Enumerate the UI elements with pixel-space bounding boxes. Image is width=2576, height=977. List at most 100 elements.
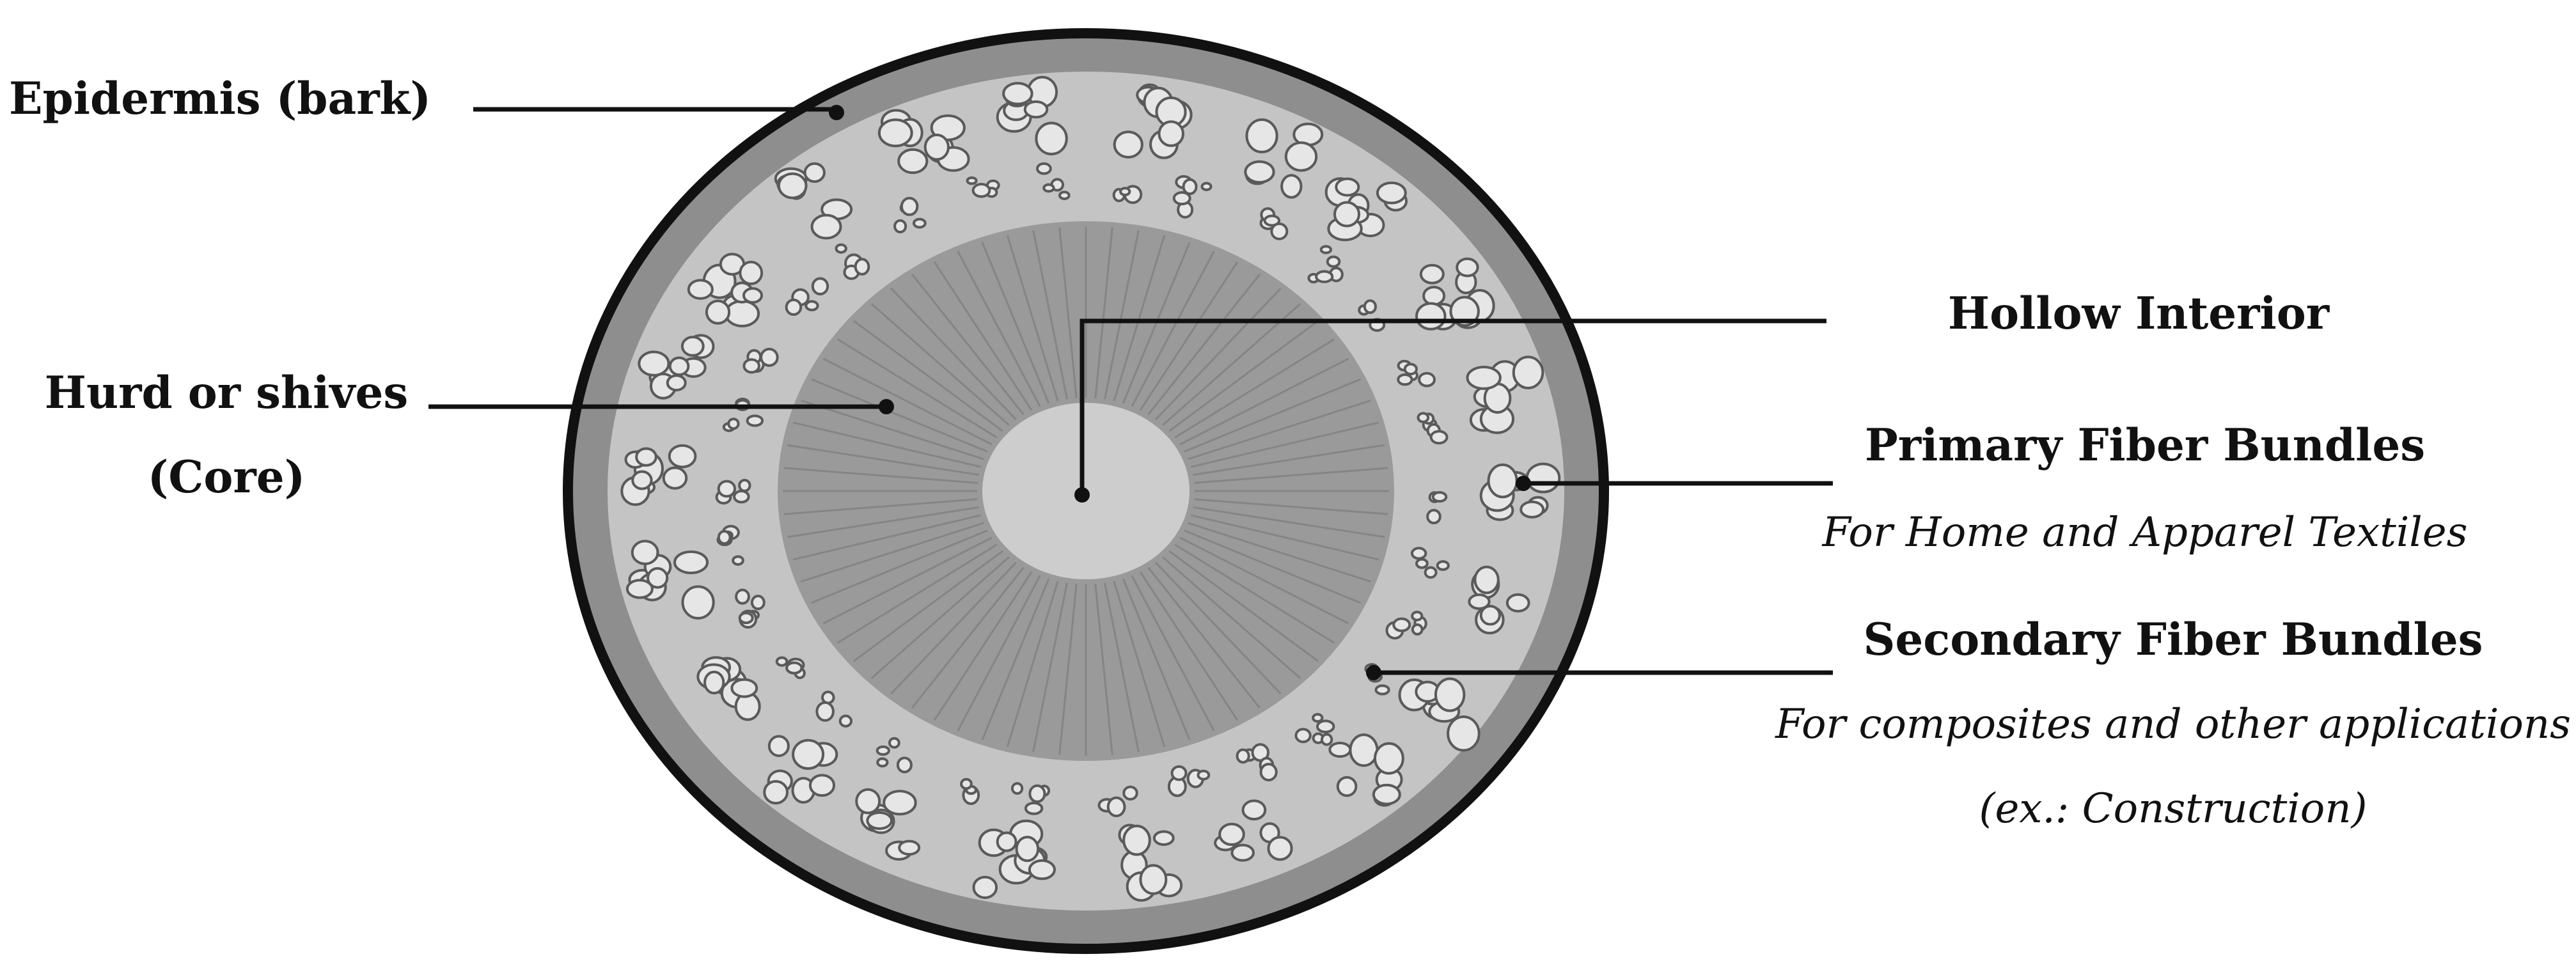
secondary-fiber-bundle (775, 656, 806, 680)
secondary-fiber-bundle (1426, 491, 1448, 525)
fiber-cell (883, 790, 917, 816)
core-ray (1168, 550, 1319, 662)
fiber-cell (785, 298, 803, 316)
fiber-cell (1321, 733, 1333, 746)
fiber-cell (1042, 183, 1055, 193)
fiber-cell (1479, 605, 1501, 626)
fiber-cell (971, 183, 991, 198)
primary-fiber-bundle (774, 162, 853, 240)
fiber-cell (1270, 223, 1289, 240)
core-ray (1006, 581, 1059, 747)
fiber-cell (1473, 565, 1500, 595)
core-ray (1162, 556, 1301, 679)
primary-fiber-bundle (1398, 677, 1480, 752)
hurd-core-rays (783, 226, 1389, 756)
core-ray (1188, 522, 1371, 583)
fiber-cell (1002, 82, 1033, 106)
fiber-cell (1236, 748, 1250, 764)
core-ray (1174, 543, 1335, 644)
fiber-cell (1280, 174, 1303, 199)
label-secondary-use-example: (ex.: Construction) (1979, 785, 2367, 832)
secondary-fiber-bundle (1307, 245, 1344, 284)
core-ray (853, 550, 1003, 662)
fiber-cell (1259, 763, 1278, 782)
core-ray (822, 357, 993, 446)
hurd-leader-dot (879, 399, 894, 414)
epidermis-leader-dot (829, 105, 844, 120)
fiber-cell (1410, 547, 1427, 560)
fiber-cell (1411, 611, 1424, 621)
fiber-cell (1418, 371, 1436, 387)
fiber-cell (835, 243, 847, 254)
core-ray (870, 556, 1010, 679)
core-ray (1194, 498, 1388, 515)
fiber-cell (1525, 462, 1561, 494)
fiber-cell (1456, 257, 1479, 277)
core-ray (870, 303, 1010, 426)
fiber-cell (705, 299, 731, 325)
label-primary-use: For Home and Apparel Textiles (1822, 509, 2468, 556)
secondary-fiber-bundle (876, 737, 913, 774)
core-ray (981, 242, 1050, 404)
fiber-cell (662, 466, 688, 490)
fiber-cell (1122, 824, 1151, 856)
fiber-cell (767, 735, 790, 757)
secondary-fiber-bundle (785, 277, 829, 316)
label-hollow-interior: Hollow Interior (1948, 288, 2330, 340)
core-ray (810, 378, 988, 453)
fiber-cell (1319, 245, 1333, 254)
primary-leader-dot (1516, 476, 1531, 491)
core-ray (787, 506, 979, 538)
core-ray (1194, 467, 1388, 484)
secondary-fiber-bundle (960, 778, 980, 805)
fiber-cell (647, 567, 669, 589)
fiber-cell (1374, 684, 1390, 696)
fiber-cell (1113, 130, 1143, 159)
fiber-cell (1139, 864, 1168, 895)
fiber-cell (1392, 617, 1411, 632)
core-ray (1139, 261, 1239, 411)
fiber-cell (898, 840, 921, 856)
fiber-cell (625, 579, 654, 599)
fiber-cell (876, 745, 891, 756)
secondary-fiber-bundle (1385, 611, 1427, 640)
labels: Epidermis (bark) Hurd or shives (Core) H… (9, 73, 2571, 832)
secondary-fiber-bundle (1417, 412, 1449, 445)
core-ray (1168, 320, 1319, 432)
core-ray (792, 514, 982, 561)
secondary-leader-dot (1366, 665, 1381, 680)
fiber-cell (1468, 593, 1491, 610)
fiber-cell (1373, 742, 1404, 775)
primary-fiber-bundle (620, 444, 697, 506)
fiber-cell (1230, 843, 1255, 862)
secondary-fiber-bundle (1397, 359, 1436, 387)
fiber-cell (1431, 491, 1448, 503)
core-ray (801, 399, 984, 460)
fiber-cell (763, 779, 789, 805)
fiber-cell (893, 219, 907, 233)
fiber-cell (750, 595, 766, 611)
core-ray (1006, 235, 1059, 402)
fiber-cell (1315, 270, 1334, 283)
fiber-cell (717, 480, 737, 498)
fiber-cell (1447, 715, 1480, 752)
fiber-cell (1241, 799, 1267, 821)
fiber-cell (777, 172, 808, 199)
secondary-fiber-bundle (966, 176, 1000, 198)
core-ray (783, 467, 978, 484)
fiber-cell (866, 811, 893, 830)
fiber-cell (1170, 765, 1188, 781)
fiber-cell (1363, 299, 1377, 315)
core-ray (890, 287, 1017, 421)
core-ray (1147, 273, 1261, 416)
fiber-cell (668, 444, 697, 469)
core-ray (981, 578, 1050, 740)
label-primary-fiber-bundles: Primary Fiber Bundles (1865, 419, 2425, 471)
secondary-fiber-bundle (735, 588, 766, 629)
fiber-cell (1422, 286, 1446, 306)
primary-fiber-bundle (1113, 83, 1193, 159)
fiber-cell (897, 148, 929, 175)
fiber-cell (635, 447, 657, 467)
primary-fiber-bundles (620, 75, 1561, 902)
secondary-fiber-bundle (715, 478, 751, 505)
